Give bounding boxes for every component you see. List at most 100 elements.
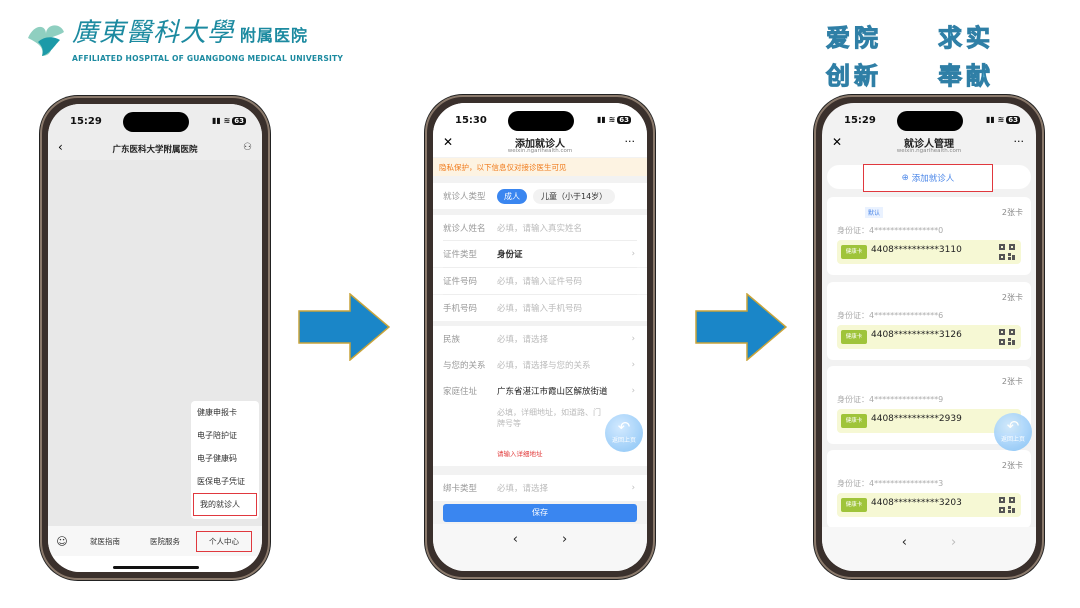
more-icon[interactable]: ··· [624, 135, 636, 148]
save-button[interactable]: 保存 [443, 504, 637, 522]
page-title: 添加就诊人 [515, 139, 565, 150]
battery-level: 63 [617, 116, 631, 124]
slogan-3: 创新 [826, 62, 882, 91]
slogan-2: 求实 [938, 24, 994, 53]
relationship-field[interactable]: 与您的关系 必填，请选择与您的关系 › [433, 352, 647, 378]
signal-icon: ▮▮ ≋ [985, 115, 1005, 124]
dynamic-island [897, 111, 963, 131]
user-icon[interactable]: ⚇ [243, 142, 252, 153]
default-badge: 默认 [865, 207, 884, 218]
add-patient-button[interactable]: ⊕添加就诊人 [863, 164, 993, 192]
status-time: 15:29 [844, 115, 876, 126]
page-url: weixin.ngarihealth.com [896, 148, 962, 154]
home-indicator [113, 566, 199, 569]
health-card-tag: 健康卡 [841, 330, 867, 344]
card-count[interactable]: 2张卡 [1001, 293, 1023, 302]
nav-back-icon[interactable]: ‹ [512, 531, 518, 547]
chevron-right-icon: › [631, 483, 635, 493]
id-number: 身份证：4****************0 [837, 226, 944, 235]
name-field[interactable]: 就诊人姓名 必填，请输入真实姓名 [433, 215, 647, 241]
float-label: 返回上页 [1000, 436, 1025, 443]
id-number-field[interactable]: 证件号码 必填，请输入证件号码 [433, 268, 647, 294]
nav-forward-icon[interactable]: › [562, 531, 568, 547]
chevron-right-icon: › [631, 249, 635, 259]
patient-type-row: 就诊人类型 成人 儿童（小于14岁） [433, 183, 647, 209]
tab-personal-center[interactable]: 个人中心 [196, 530, 252, 552]
back-to-previous-button[interactable]: ↶返回上页 [605, 414, 643, 452]
tab-guide[interactable]: 就医指南 [90, 536, 120, 546]
qr-code-icon[interactable] [998, 328, 1016, 346]
phone-3: 15:29 ▮▮ ≋63 ✕ 就诊人管理 weixin.ngarihealth.… [814, 95, 1044, 579]
health-card-number: 4408**********3126 [871, 330, 962, 340]
menu-item-health-declaration[interactable]: 健康申报卡 [197, 408, 237, 417]
ethnicity-field[interactable]: 民族必填，请选择› [433, 326, 647, 352]
chevron-right-icon: › [631, 360, 635, 370]
chevron-right-icon: › [631, 334, 635, 344]
field-label: 证件号码 [443, 277, 478, 287]
browser-nav: ‹› [433, 524, 647, 554]
qr-code-icon[interactable] [998, 496, 1016, 514]
health-card[interactable]: 健康卡 4408**********3126 [837, 325, 1021, 349]
name-input[interactable]: 必填，请输入真实姓名 [497, 224, 583, 234]
chevron-right-icon: › [631, 386, 635, 396]
dynamic-island [508, 111, 574, 131]
menu-item-escort-pass[interactable]: 电子陪护证 [197, 431, 237, 440]
dynamic-island [123, 112, 189, 132]
ethnicity-select[interactable]: 必填，请选择 [497, 335, 549, 345]
qr-code-icon[interactable] [998, 243, 1016, 261]
address-detail-input[interactable]: 必填，详细地址，如道路、门牌号等 [497, 408, 601, 428]
field-label: 与您的关系 [443, 361, 486, 371]
health-card-number: 4408**********2939 [871, 414, 962, 424]
browser-nav: ‹› [822, 527, 1036, 557]
phone-field[interactable]: 手机号码必填，请输入手机号码 [433, 295, 647, 321]
phone-1: 15:29 ▮▮ ≋63 ‹ 广东医科大学附属医院 ⚇ 健康申报卡 电子陪护证 … [40, 96, 270, 580]
card-type-select[interactable]: 必填，请选择 [497, 484, 549, 494]
card-count[interactable]: 2张卡 [1001, 208, 1023, 217]
hospital-logo-icon [28, 25, 64, 56]
type-child-option[interactable]: 儿童（小于14岁） [533, 188, 616, 204]
back-to-previous-button[interactable]: ↶返回上页 [994, 413, 1032, 451]
menu-item-my-patients[interactable]: 我的就诊人 [193, 493, 257, 516]
relationship-select[interactable]: 必填，请选择与您的关系 [497, 361, 591, 371]
type-adult-option[interactable]: 成人 [497, 188, 527, 204]
phone-input[interactable]: 必填，请输入手机号码 [497, 304, 583, 314]
id-type-field[interactable]: 证件类型身份证› [433, 241, 647, 267]
slogan-4: 奉献 [938, 62, 994, 91]
back-icon[interactable]: ‹ [58, 140, 63, 154]
menu-item-health-code[interactable]: 电子健康码 [197, 454, 237, 463]
tab-bar: ☺ 就医指南 医院服务 个人中心 [48, 526, 262, 556]
menu-item-medical-insurance[interactable]: 医保电子凭证 [197, 477, 245, 486]
phone-2: 15:30 ▮▮ ≋63 ✕ 添加就诊人 weixin.ngarihealth.… [425, 95, 655, 579]
logo-chinese-name: 廣東醫科大學 [72, 18, 235, 48]
id-type-select[interactable]: 身份证 [497, 250, 523, 260]
battery-level: 63 [232, 117, 246, 125]
status-icons: ▮▮ ≋63 [597, 115, 631, 124]
status-time: 15:30 [455, 115, 487, 126]
nav-forward-icon[interactable]: › [951, 534, 957, 550]
tab-services[interactable]: 医院服务 [150, 536, 180, 546]
card-count[interactable]: 2张卡 [1001, 377, 1023, 386]
health-card-tag: 健康卡 [841, 245, 867, 259]
page-title: 就诊人管理 [904, 139, 954, 150]
nav-back-icon[interactable]: ‹ [901, 534, 907, 550]
logo-name: 廣東醫科大學 附属医院 [72, 12, 308, 49]
card-type-field[interactable]: 绑卡类型必填，请选择› [433, 475, 647, 501]
keyboard-icon[interactable]: ☺ [56, 534, 68, 548]
address-field[interactable]: 家庭住址广东省湛江市霞山区解放街道› [433, 378, 647, 404]
close-icon[interactable]: ✕ [832, 135, 843, 149]
health-card-tag: 健康卡 [841, 498, 867, 512]
more-icon[interactable]: ··· [1013, 135, 1025, 148]
id-number-input[interactable]: 必填，请输入证件号码 [497, 277, 583, 287]
card-count[interactable]: 2张卡 [1001, 461, 1023, 470]
battery-level: 63 [1006, 116, 1020, 124]
close-icon[interactable]: ✕ [443, 135, 454, 149]
field-label: 就诊人姓名 [443, 224, 486, 234]
popup-menu: 健康申报卡 电子陪护证 电子健康码 医保电子凭证 我的就诊人 [191, 401, 259, 519]
address-select[interactable]: 广东省湛江市霞山区解放街道 [497, 387, 608, 397]
